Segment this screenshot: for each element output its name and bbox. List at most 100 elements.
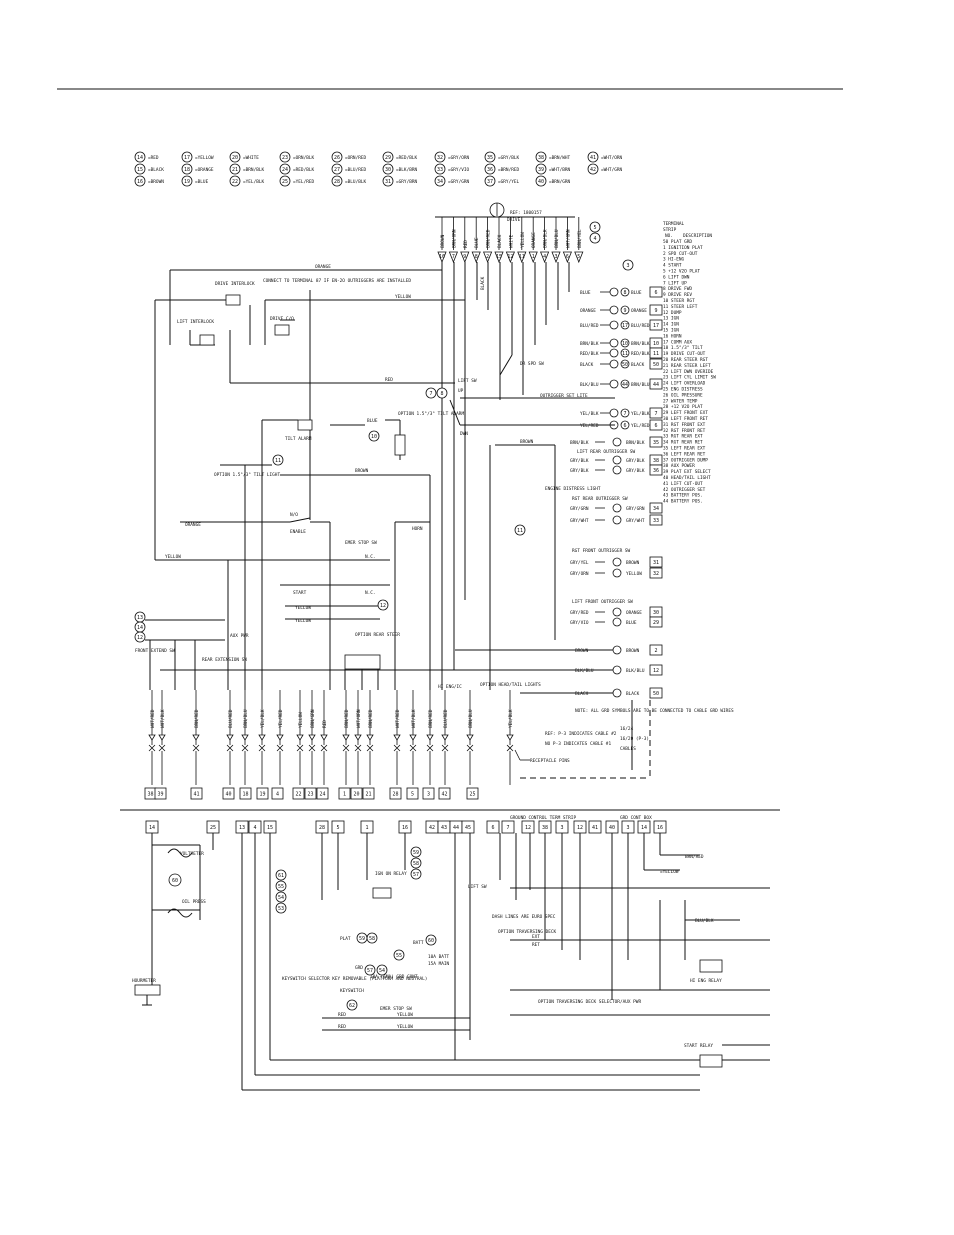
terminal-desc-7: 7 LIFT UP: [663, 280, 687, 286]
relay-circle-5: [410, 857, 422, 869]
terminal-desc-37: 37 OUTRIGGER DUMP: [663, 457, 708, 463]
lower-term-12: [461, 820, 475, 834]
ten-a-grd: 10A (6MA) GRD CONT: [370, 974, 418, 980]
legend-color-40: =BRN/GRN: [549, 179, 571, 185]
rs-wire-8: YEL/RED: [580, 423, 599, 429]
grd-cont-box-label: GRD CONT BOX: [620, 815, 652, 821]
legend-circle-36: [484, 163, 496, 175]
relay-circle-13-num: 62: [349, 1003, 355, 1009]
no-label: N/O: [290, 512, 298, 518]
legend-circle-20: [229, 151, 241, 163]
top-pin-5: [574, 251, 584, 264]
lift-interlock-label: LIFT INTERLOCK: [177, 319, 214, 325]
legend-circle-26: [331, 151, 343, 163]
legend-circle-32-num: 32: [437, 155, 443, 161]
os-w1-0: BRN/BLK: [570, 440, 589, 446]
rs-term-8: [649, 419, 663, 431]
drive-interlock-label: DRIVE INTERLOCK: [215, 281, 255, 287]
rs-circle-6: [620, 379, 630, 389]
option-traversing: OPTION TRAVERSING DECK: [498, 929, 557, 935]
receptacle-label: RECEPTACLE PINS: [530, 758, 570, 764]
legend-color-37: =GRY/YEL: [498, 179, 520, 185]
upper-term-3: [222, 787, 235, 800]
legend-circle-15: [134, 163, 146, 175]
legend-circle-28-num: 28: [334, 179, 340, 185]
upper-term-12: [362, 787, 375, 800]
terminal-header-1: TERMINAL: [663, 221, 685, 227]
svg-text:10: 10: [371, 434, 377, 440]
rs-conn-7: [609, 408, 619, 418]
terminal-desc-16: 16 HORN: [663, 333, 682, 339]
upper-term-11-num: 20: [353, 791, 359, 797]
mid-term-0-num: 2: [654, 648, 657, 654]
relay-circle-9-num: 58: [369, 936, 375, 942]
top-pin-num-2: 2: [486, 254, 489, 260]
top-circle-4-num: 4: [593, 236, 596, 242]
relay-circle-6-num: 57: [413, 872, 419, 878]
drive-wires: [154, 262, 570, 690]
lift-front-outrigger: LIFT FRONT OUTRIGGER SW: [572, 599, 633, 605]
legend-circle-37: [484, 175, 496, 187]
os-conn-1: [612, 455, 622, 465]
legend-color-32: =GRY/ORN: [448, 155, 470, 161]
top-pin-num-11: 11: [519, 254, 525, 260]
mid-wire2-1: BLK/BLU: [626, 668, 645, 674]
legend-color-16: =BROWN: [148, 179, 164, 185]
terminal-desc-11: 11 STEER LEFT: [663, 304, 698, 310]
rs-term-3-num: 10: [653, 341, 659, 347]
legend-color-39: =WHT/BRN: [549, 167, 571, 173]
os-conn-0: [612, 437, 622, 447]
terminal-desc-34: 34 RGT REAR RET: [663, 440, 703, 446]
upper-term-8-num: 23: [307, 791, 313, 797]
legend-color-41: =WHT/ORN: [601, 155, 623, 161]
upper-term-14: [406, 787, 419, 800]
upper-term-4: [239, 787, 252, 800]
rs-conn-3: [609, 338, 619, 348]
terminal-desc-42: 42 OUTRIGGER SET: [663, 487, 706, 493]
lift-switch: 7 8 LIFT SW UP DWN DR SPD SW OUTRIGGER S…: [425, 354, 615, 437]
upper-term-9-num: 24: [319, 791, 325, 797]
rs-wire-7: YEL/BLK: [580, 411, 599, 417]
relay-circle-3: [275, 902, 287, 914]
os-w2-2: GRY/BLK: [626, 468, 645, 474]
terminal-desc-19: 19 DRIVE CUT-OUT: [663, 351, 706, 357]
rs-conn-0: [609, 287, 619, 297]
engine-distress: ENGINE DISTRESS LIGHT: [545, 486, 601, 492]
terminal-desc-23: 23 LIFT CYL LIMIT SW: [663, 375, 716, 381]
top-pin-num-15: 15: [496, 254, 502, 260]
lower-term-4-num: 15: [267, 825, 273, 831]
rs-circle-5-num: 50: [622, 362, 628, 368]
keyswitch-selector: KEYSWITCH SELECTOR KEY REMOVABLE (PLATFO…: [282, 976, 427, 982]
mid-wire2-2: BLACK: [626, 691, 640, 697]
relay-circle-1-num: 55: [278, 884, 284, 890]
terminal-desc-33: 33 RGT REAR EXT: [663, 434, 703, 440]
ten-a-batt: 10A BATT: [428, 954, 450, 960]
rs-conn-5: [609, 359, 619, 369]
relay-circle-1: [275, 880, 287, 892]
lift-rear-outrigger: LIFT REAR OUTRIGGER SW: [577, 449, 636, 455]
legend-color-27: =BLU/RED: [345, 167, 367, 173]
svg-text:11: 11: [275, 458, 281, 464]
hourmeter-label: HOURMETER: [132, 978, 156, 984]
rs-wire-3: BRN/BLK: [580, 341, 599, 347]
relay-circle-7-num: 60: [428, 938, 434, 944]
start-relay-label: START RELAY: [684, 1043, 713, 1049]
relay-circle-12: [376, 964, 388, 976]
svg-text:GRD: GRD: [355, 965, 363, 971]
lower-term-8-num: 16: [402, 825, 408, 831]
lower-term-13: [486, 820, 500, 834]
receptacle-wire-6: YEL/RED: [278, 709, 284, 728]
legend-circle-25: [279, 175, 291, 187]
receptacle-wire-4: BRN/BLU: [243, 709, 249, 728]
receptacle-wire-16: BLU/RED: [443, 709, 449, 728]
brown-label: BROWN: [355, 468, 369, 474]
terminal-desc-27: 27 WATER TEMP: [663, 398, 698, 404]
svg-text:BROWN: BROWN: [520, 439, 534, 445]
os-w1-6: GRY/ORN: [570, 571, 589, 577]
rs-top-circle-num: 3: [626, 263, 629, 269]
terminal-desc-1: 1 IGNITION PLAT: [663, 245, 703, 251]
upper-term-5: [256, 787, 269, 800]
